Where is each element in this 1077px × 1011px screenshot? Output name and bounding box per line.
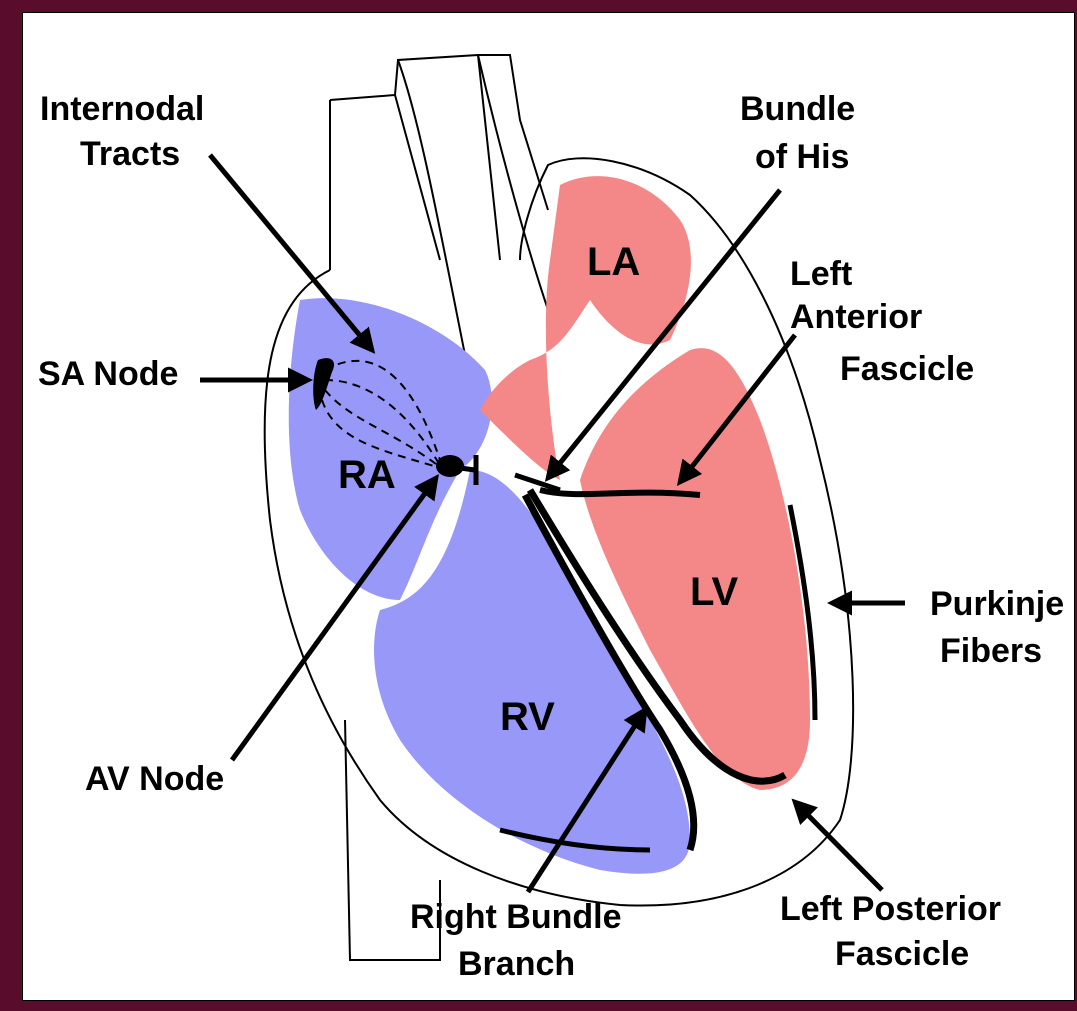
label-sa-node: SA Node	[38, 355, 178, 393]
label-lpf-line2: Fascicle	[835, 935, 969, 973]
label-rbb-line1: Right Bundle	[410, 898, 622, 936]
label-internodal-line2: Tracts	[80, 135, 180, 173]
label-av-node: AV Node	[85, 760, 224, 798]
chamber-label-ra: RA	[338, 453, 396, 497]
arrow-internodal	[210, 155, 372, 350]
label-rbb-line2: Branch	[458, 945, 575, 983]
left-anterior-fascicle	[540, 490, 700, 495]
bundle-of-his	[515, 475, 560, 490]
label-laf-line3: Fascicle	[840, 350, 974, 388]
label-bundle-his-line2: of His	[755, 138, 849, 176]
label-laf-line1: Left	[790, 255, 852, 293]
arrow-lpf	[795, 802, 882, 890]
av-node	[436, 455, 464, 477]
label-laf-line2: Anterior	[790, 298, 922, 336]
vena-cava-outline	[330, 55, 548, 270]
label-purkinje-line2: Fibers	[940, 632, 1042, 670]
label-lpf-line1: Left Posterior	[780, 890, 1001, 928]
label-bundle-his-line1: Bundle	[740, 90, 855, 128]
chamber-label-lv: LV	[690, 570, 738, 614]
label-internodal-line1: Internodal	[40, 90, 204, 128]
chamber-label-rv: RV	[500, 695, 555, 739]
chamber-label-la: LA	[587, 240, 640, 284]
label-purkinje-line1: Purkinje	[930, 585, 1064, 623]
